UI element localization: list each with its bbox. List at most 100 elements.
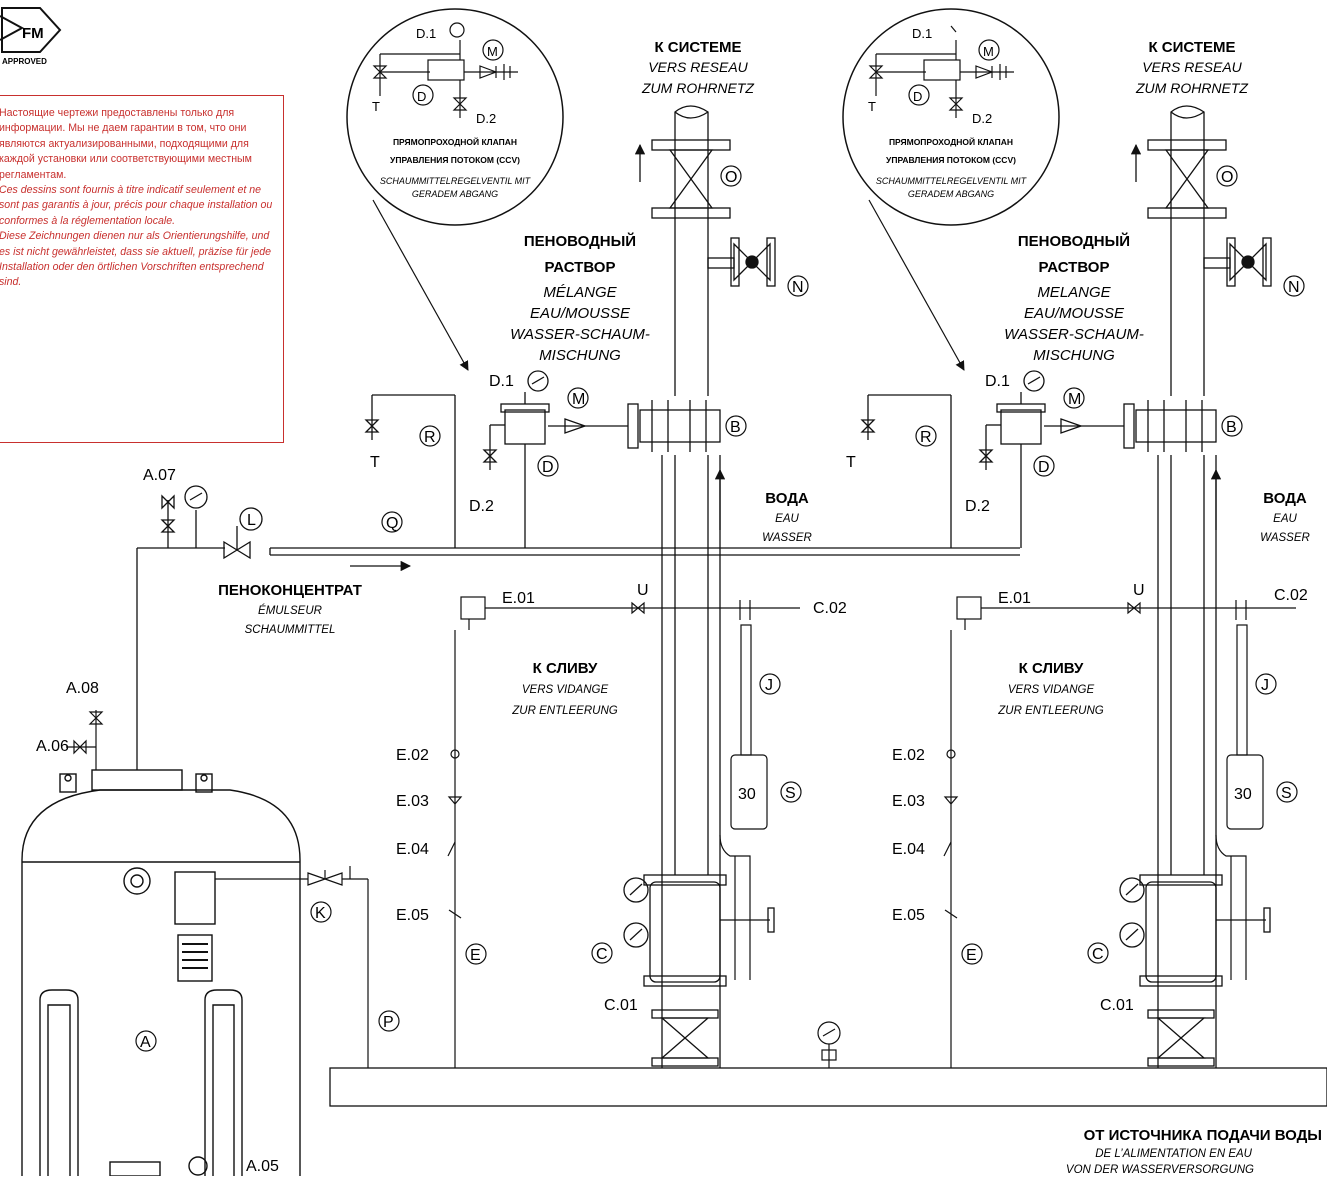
tag-e03: E.03 (396, 793, 429, 810)
tag-a08: A.08 (66, 680, 99, 697)
foam-label-fr: ÉMULSEUR (258, 604, 322, 617)
tank-vent-valves (66, 710, 104, 770)
solution-de-2-2: MISCHUNG (1033, 347, 1115, 364)
tag-n-2: N (1288, 279, 1300, 296)
tag-k: K (315, 905, 326, 922)
solution-ru-2: РАСТВОР (545, 259, 616, 276)
water-ru: ВОДА (765, 490, 809, 507)
solution-ru-1: ПЕНОВОДНЫЙ (524, 232, 636, 250)
tag-c01: C.01 (604, 997, 638, 1014)
drain-de: ZUR ENTLEERUNG (511, 705, 617, 717)
tag-c02-2: C.02 (1274, 587, 1308, 604)
timer-value-2: 30 (1234, 786, 1252, 803)
ccv-ru-1: ПРЯМОПРОХОДНОЙ КЛАПАН (393, 136, 517, 147)
foam-concentrate-label: ПЕНОКОНЦЕНТРАТ ÉMULSEUR SCHAUMMITTEL (218, 582, 362, 636)
tag-r-2: R (920, 429, 932, 446)
tag-e05: E.05 (396, 907, 429, 924)
to-system-de-2: ZUM ROHRNETZ (1135, 80, 1248, 96)
riser-pipe-2 (1130, 105, 1272, 1068)
tag-d2-detail-2: D.2 (972, 111, 992, 126)
tag-e02-2: E.02 (892, 747, 925, 764)
tag-d2-detail: D.2 (476, 111, 496, 126)
water-de: WASSER (762, 532, 812, 544)
tag-e03-2: E.03 (892, 793, 925, 810)
tag-o-2: O (1221, 169, 1233, 186)
tag-u-2: U (1133, 582, 1145, 599)
drain-de-2: ZUR ENTLEERUNG (997, 705, 1103, 717)
tag-e-2: E (966, 947, 977, 964)
to-system-ru-2: К СИСТЕМЕ (1148, 39, 1235, 56)
solution-de-1-2: WASSER-SCHAUM- (1004, 326, 1144, 343)
water-fr: EAU (775, 513, 799, 525)
drain-fr: VERS VIDANGE (522, 684, 609, 696)
foam-label-de: SCHAUMMITTEL (245, 624, 336, 636)
tag-t-detail: T (372, 99, 380, 114)
tag-e05-2: E.05 (892, 907, 925, 924)
tag-a: A (140, 1034, 151, 1051)
header-gauge (817, 1021, 841, 1068)
to-system-fr-2: VERS RESEAU (1142, 59, 1242, 75)
tag-j-2: J (1261, 677, 1269, 694)
tag-e04: E.04 (396, 841, 429, 858)
tag-d1-detail-2: D.1 (912, 26, 932, 41)
tag-m-detail-2: M (983, 44, 994, 59)
solution-ru-1-2: ПЕНОВОДНЫЙ (1018, 232, 1130, 250)
deluge-valve-1 (623, 874, 775, 1067)
tag-a05: A.05 (246, 1158, 279, 1175)
to-system-ru: К СИСТЕМЕ (654, 39, 741, 56)
disclaimer-fr: Ces dessins sont fournis à titre indicat… (0, 184, 273, 227)
to-system-de: ZUM ROHRNETZ (641, 80, 754, 96)
drain-line-1 (447, 596, 800, 1068)
tag-d2-2: D.2 (965, 498, 990, 515)
disclaimer-box: Настоящие чертежи предоставлены только д… (0, 95, 284, 443)
tag-d-2: D (1038, 459, 1050, 476)
deluge-valve-2 (1119, 874, 1271, 1067)
tag-c: C (596, 946, 608, 963)
tag-d: D (542, 459, 554, 476)
water-supply-label: ОТ ИСТОЧНИКА ПОДАЧИ ВОДЫ DE L’ALIMENTATI… (1066, 1127, 1322, 1176)
ccv-detail-circle-1: D.1 M D D.2 T ПРЯМОПРОХОДНОЙ КЛАПАН УПРА… (346, 8, 564, 371)
solution-ru-2-2: РАСТВОР (1039, 259, 1110, 276)
drain-fr-2: VERS VIDANGE (1008, 684, 1095, 696)
tag-d2: D.2 (469, 498, 494, 515)
tag-e04-2: E.04 (892, 841, 925, 858)
tag-q: Q (386, 515, 398, 532)
tag-l: L (247, 512, 256, 529)
tag-t-detail-2: T (868, 99, 876, 114)
tank-outlet-line (215, 866, 369, 1068)
disclaimer-de: Diese Zeichnungen dienen nur als Orienti… (0, 230, 272, 289)
solution-de-2: MISCHUNG (539, 347, 621, 364)
tag-b-2: B (1226, 419, 1237, 436)
tag-m-2: M (1068, 391, 1081, 408)
ccv-ru-2: УПРАВЛЕНИЯ ПОТОКОМ (CCV) (390, 155, 520, 165)
logo-text: FM (22, 25, 44, 42)
tag-d-detail-2: D (913, 89, 922, 104)
drain-ru-2: К СЛИВУ (1019, 660, 1084, 677)
proportioner-2 (860, 370, 1217, 548)
tag-d1-detail: D.1 (416, 26, 436, 41)
solution-de-1: WASSER-SCHAUM- (510, 326, 650, 343)
tag-m-detail: M (487, 44, 498, 59)
tag-c01-2: C.01 (1100, 997, 1134, 1014)
tag-c-2: C (1092, 946, 1104, 963)
ccv-de-1: SCHAUMMITTELREGELVENTIL MIT (380, 176, 532, 186)
timer-value: 30 (738, 786, 756, 803)
riser-pipe-1 (634, 105, 776, 1068)
tag-u: U (637, 582, 649, 599)
ccv-ru-2-2: УПРАВЛЕНИЯ ПОТОКОМ (CCV) (886, 155, 1016, 165)
foam-tank (21, 769, 301, 1177)
drain-line-2 (943, 596, 1296, 1068)
logo-subtext: APPROVED (2, 57, 47, 66)
tag-m: M (572, 391, 585, 408)
fm-approved-logo: FM APPROVED (0, 7, 62, 66)
solution-fr-2-2: EAU/MOUSSE (1024, 305, 1125, 322)
proportioner-1 (364, 370, 721, 548)
solution-fr-1: MÉLANGE (543, 284, 617, 301)
tag-t-2: T (846, 454, 856, 471)
water-supply-header (329, 1067, 1327, 1107)
water-de-2: WASSER (1260, 532, 1310, 544)
tag-t: T (370, 454, 380, 471)
tag-d-detail: D (417, 89, 426, 104)
foam-label-ru: ПЕНОКОНЦЕНТРАТ (218, 582, 362, 599)
